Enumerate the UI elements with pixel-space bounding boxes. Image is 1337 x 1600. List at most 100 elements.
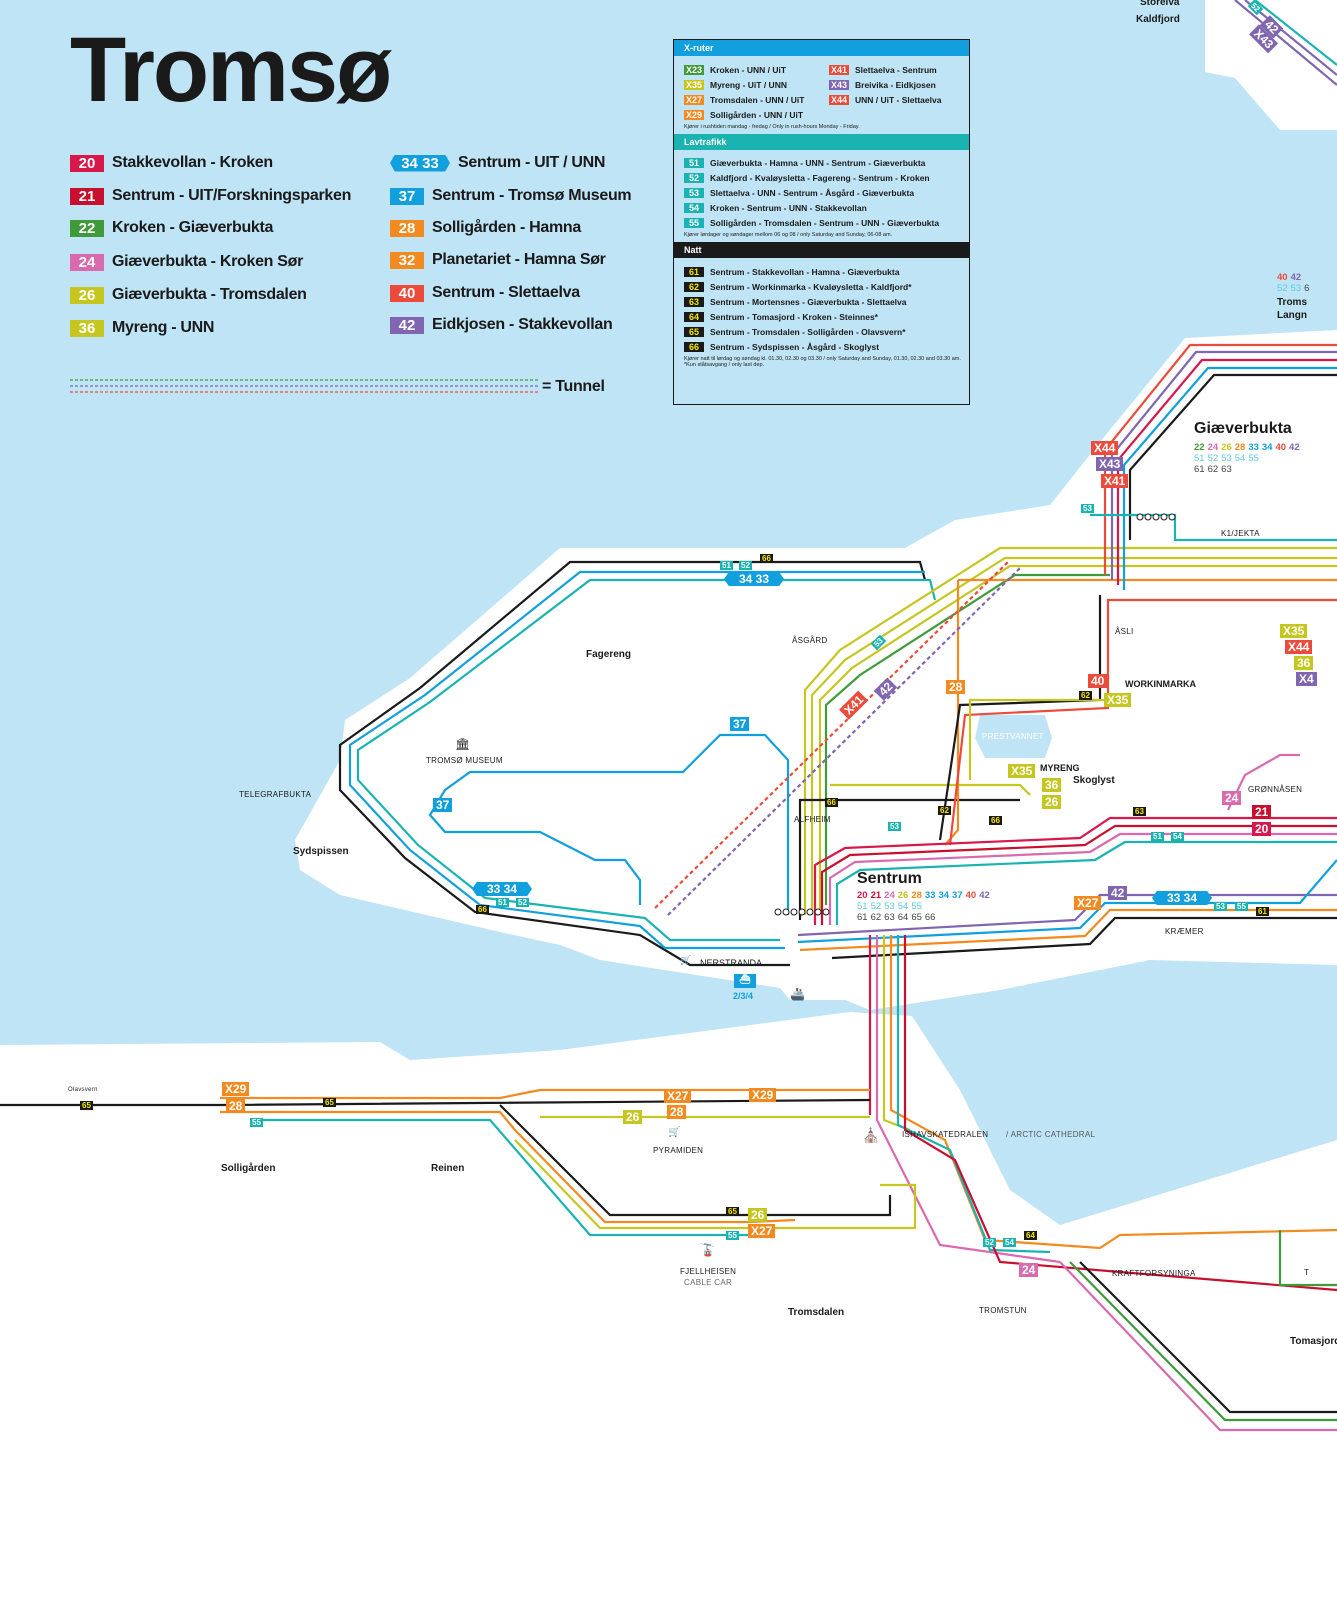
route-badge: 33 34 — [472, 882, 532, 896]
route-badge: 55 — [250, 1118, 263, 1127]
route-badge: 65 — [80, 1101, 93, 1110]
place-gronnasen: GRØNNÅSEN — [1248, 785, 1303, 794]
place-tromso-langnes-2: Langn — [1277, 310, 1307, 321]
route-lines — [0, 0, 1337, 1432]
stop-route-number: 21 — [870, 890, 882, 901]
route-badge: 51 — [720, 561, 733, 570]
stop-route-number: 51 — [1194, 453, 1205, 464]
stop-route-number: 62 — [870, 912, 882, 923]
route-badge: 54 — [1003, 1238, 1016, 1247]
place-olavsvern: Olavsvern — [68, 1087, 98, 1093]
lavtrafikk-note: Kjører lørdager og søndager mellom 06 og… — [684, 232, 893, 238]
place-tromsdalen: Tromsdalen — [788, 1307, 845, 1318]
stop-route-number: 61 — [1194, 464, 1205, 475]
route-badge: 20 — [1252, 822, 1272, 836]
stop-route-number: 40 — [1275, 442, 1287, 453]
route-badge: X27 — [664, 1089, 692, 1103]
place-telegrafbukta: TELEGRAFBUKTA — [239, 790, 312, 799]
stop-route-number: 51 — [857, 901, 868, 912]
route-badge: 54 — [1171, 832, 1184, 841]
stop-route-number: 63 — [884, 912, 895, 923]
ship-icon: 🚢 — [790, 987, 805, 1001]
place-k1-jekta: K1/JEKTA — [1221, 529, 1260, 538]
place-pyramiden: PYRAMIDEN — [653, 1146, 704, 1155]
stop-route-number: 24 — [884, 890, 895, 901]
route-badge: 33 34 — [1152, 891, 1212, 905]
route-badge: 62 — [938, 806, 951, 815]
cable-car-icon: 🚡 — [700, 1243, 715, 1257]
place-fjellheisen: FJELLHEISEN — [680, 1267, 737, 1276]
route-badge: 28 — [226, 1099, 246, 1113]
route-badge: 66 — [825, 798, 838, 807]
route-badge: 26 — [748, 1208, 768, 1222]
place-arctic-cathedral: / ARCTIC CATHEDRAL — [1006, 1130, 1096, 1139]
stop-route-number: 33 — [924, 890, 936, 901]
route-badge: 21 — [1252, 805, 1272, 819]
ferry-platforms: 2/3/4 — [733, 991, 754, 1001]
stop-route-number: 37 — [952, 890, 963, 901]
place-tomasjord: Tomasjord — [1290, 1336, 1337, 1347]
stop-route-number: 28 — [911, 890, 922, 901]
route-badge: 42 — [1108, 886, 1128, 900]
stop-route-number: 66 — [924, 912, 936, 923]
route-badge: 52 — [516, 898, 529, 907]
route-badge: 24 — [1019, 1263, 1039, 1277]
stop-route-number: 61 — [857, 912, 868, 923]
route-badge: 36 — [1294, 656, 1314, 670]
stop-route-number: 54 — [897, 901, 909, 912]
stop-route-number: 26 — [897, 890, 909, 901]
route-badge: 52 — [983, 1238, 996, 1247]
route-badge: 34 33 — [724, 572, 784, 586]
route-badge: 53 — [1081, 504, 1094, 513]
lavtrafikk-header: Lavtrafikk — [674, 134, 969, 150]
route-badge: 40 — [1088, 674, 1108, 688]
route-badge: 51 — [1151, 832, 1164, 841]
route-badge: 66 — [476, 905, 489, 914]
route-badge: 55 — [1235, 902, 1248, 911]
stop-route-number: 54 — [1234, 453, 1246, 464]
place-ishavskatedralen: ISHAVSKATEDRALEN — [902, 1130, 989, 1139]
route-badge: X29 — [749, 1088, 777, 1102]
stop-route-number: 20 — [857, 890, 868, 901]
route-badge: X35 — [1280, 624, 1308, 638]
route-badge: 65 — [726, 1207, 739, 1216]
place-alfheim: ALFHEIM — [794, 815, 831, 824]
natt-note-2: *Kun ståtsavgang / only last dep. — [684, 362, 765, 368]
tunnel-legend-label: = Tunnel — [542, 378, 605, 395]
x-routes-header: X-ruter — [674, 40, 969, 56]
route-badge: 61 — [1256, 907, 1269, 916]
place-tomasjord-partial: T — [1304, 1268, 1310, 1277]
route-badge: X41 — [1101, 474, 1129, 488]
route-badge: X35 — [1008, 764, 1036, 778]
stop-route-number: 22 — [1194, 442, 1205, 453]
stop-route-number: 40 — [1277, 272, 1288, 283]
place-reinen: Reinen — [431, 1163, 465, 1174]
